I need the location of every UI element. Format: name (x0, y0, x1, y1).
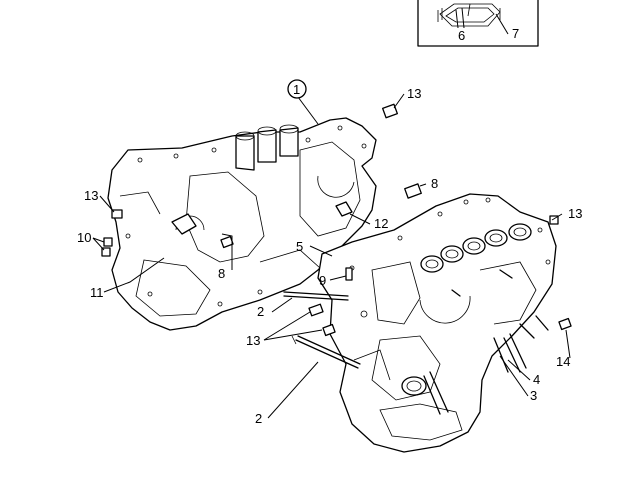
callout-14: 14 (556, 354, 570, 369)
callout-12: 12 (374, 216, 388, 231)
callout-10: 10 (77, 230, 91, 245)
callout-circle-1 (287, 79, 307, 99)
callout-8-top: 8 (431, 176, 438, 191)
callout-13-mid: 13 (246, 333, 260, 348)
callout-13-left: 13 (84, 188, 98, 203)
callout-6: 6 (458, 28, 465, 43)
callout-labels: 1 13 8 13 10 11 8 12 5 9 2 13 2 13 14 4 … (77, 26, 582, 426)
callout-8-left: 8 (218, 266, 225, 281)
callout-1: 1 (293, 82, 300, 97)
callout-2-upper: 2 (257, 304, 264, 319)
callout-13-top: 13 (407, 86, 421, 101)
callout-13-right: 13 (568, 206, 582, 221)
callout-7: 7 (512, 26, 519, 41)
small-parts (101, 103, 572, 337)
long-stud-upper (283, 291, 349, 301)
callout-11: 11 (90, 285, 104, 300)
callout-3: 3 (530, 388, 537, 403)
callout-5: 5 (296, 239, 303, 254)
callout-4: 4 (533, 372, 540, 387)
callout-2-lower: 2 (255, 411, 262, 426)
cylinder-studs (423, 269, 549, 415)
inset-detail-box (417, 0, 539, 47)
callout-9: 9 (319, 273, 326, 288)
callout-leaders (92, 7, 571, 419)
right-crankcase-half (317, 193, 557, 453)
long-stud-lower (291, 335, 361, 369)
